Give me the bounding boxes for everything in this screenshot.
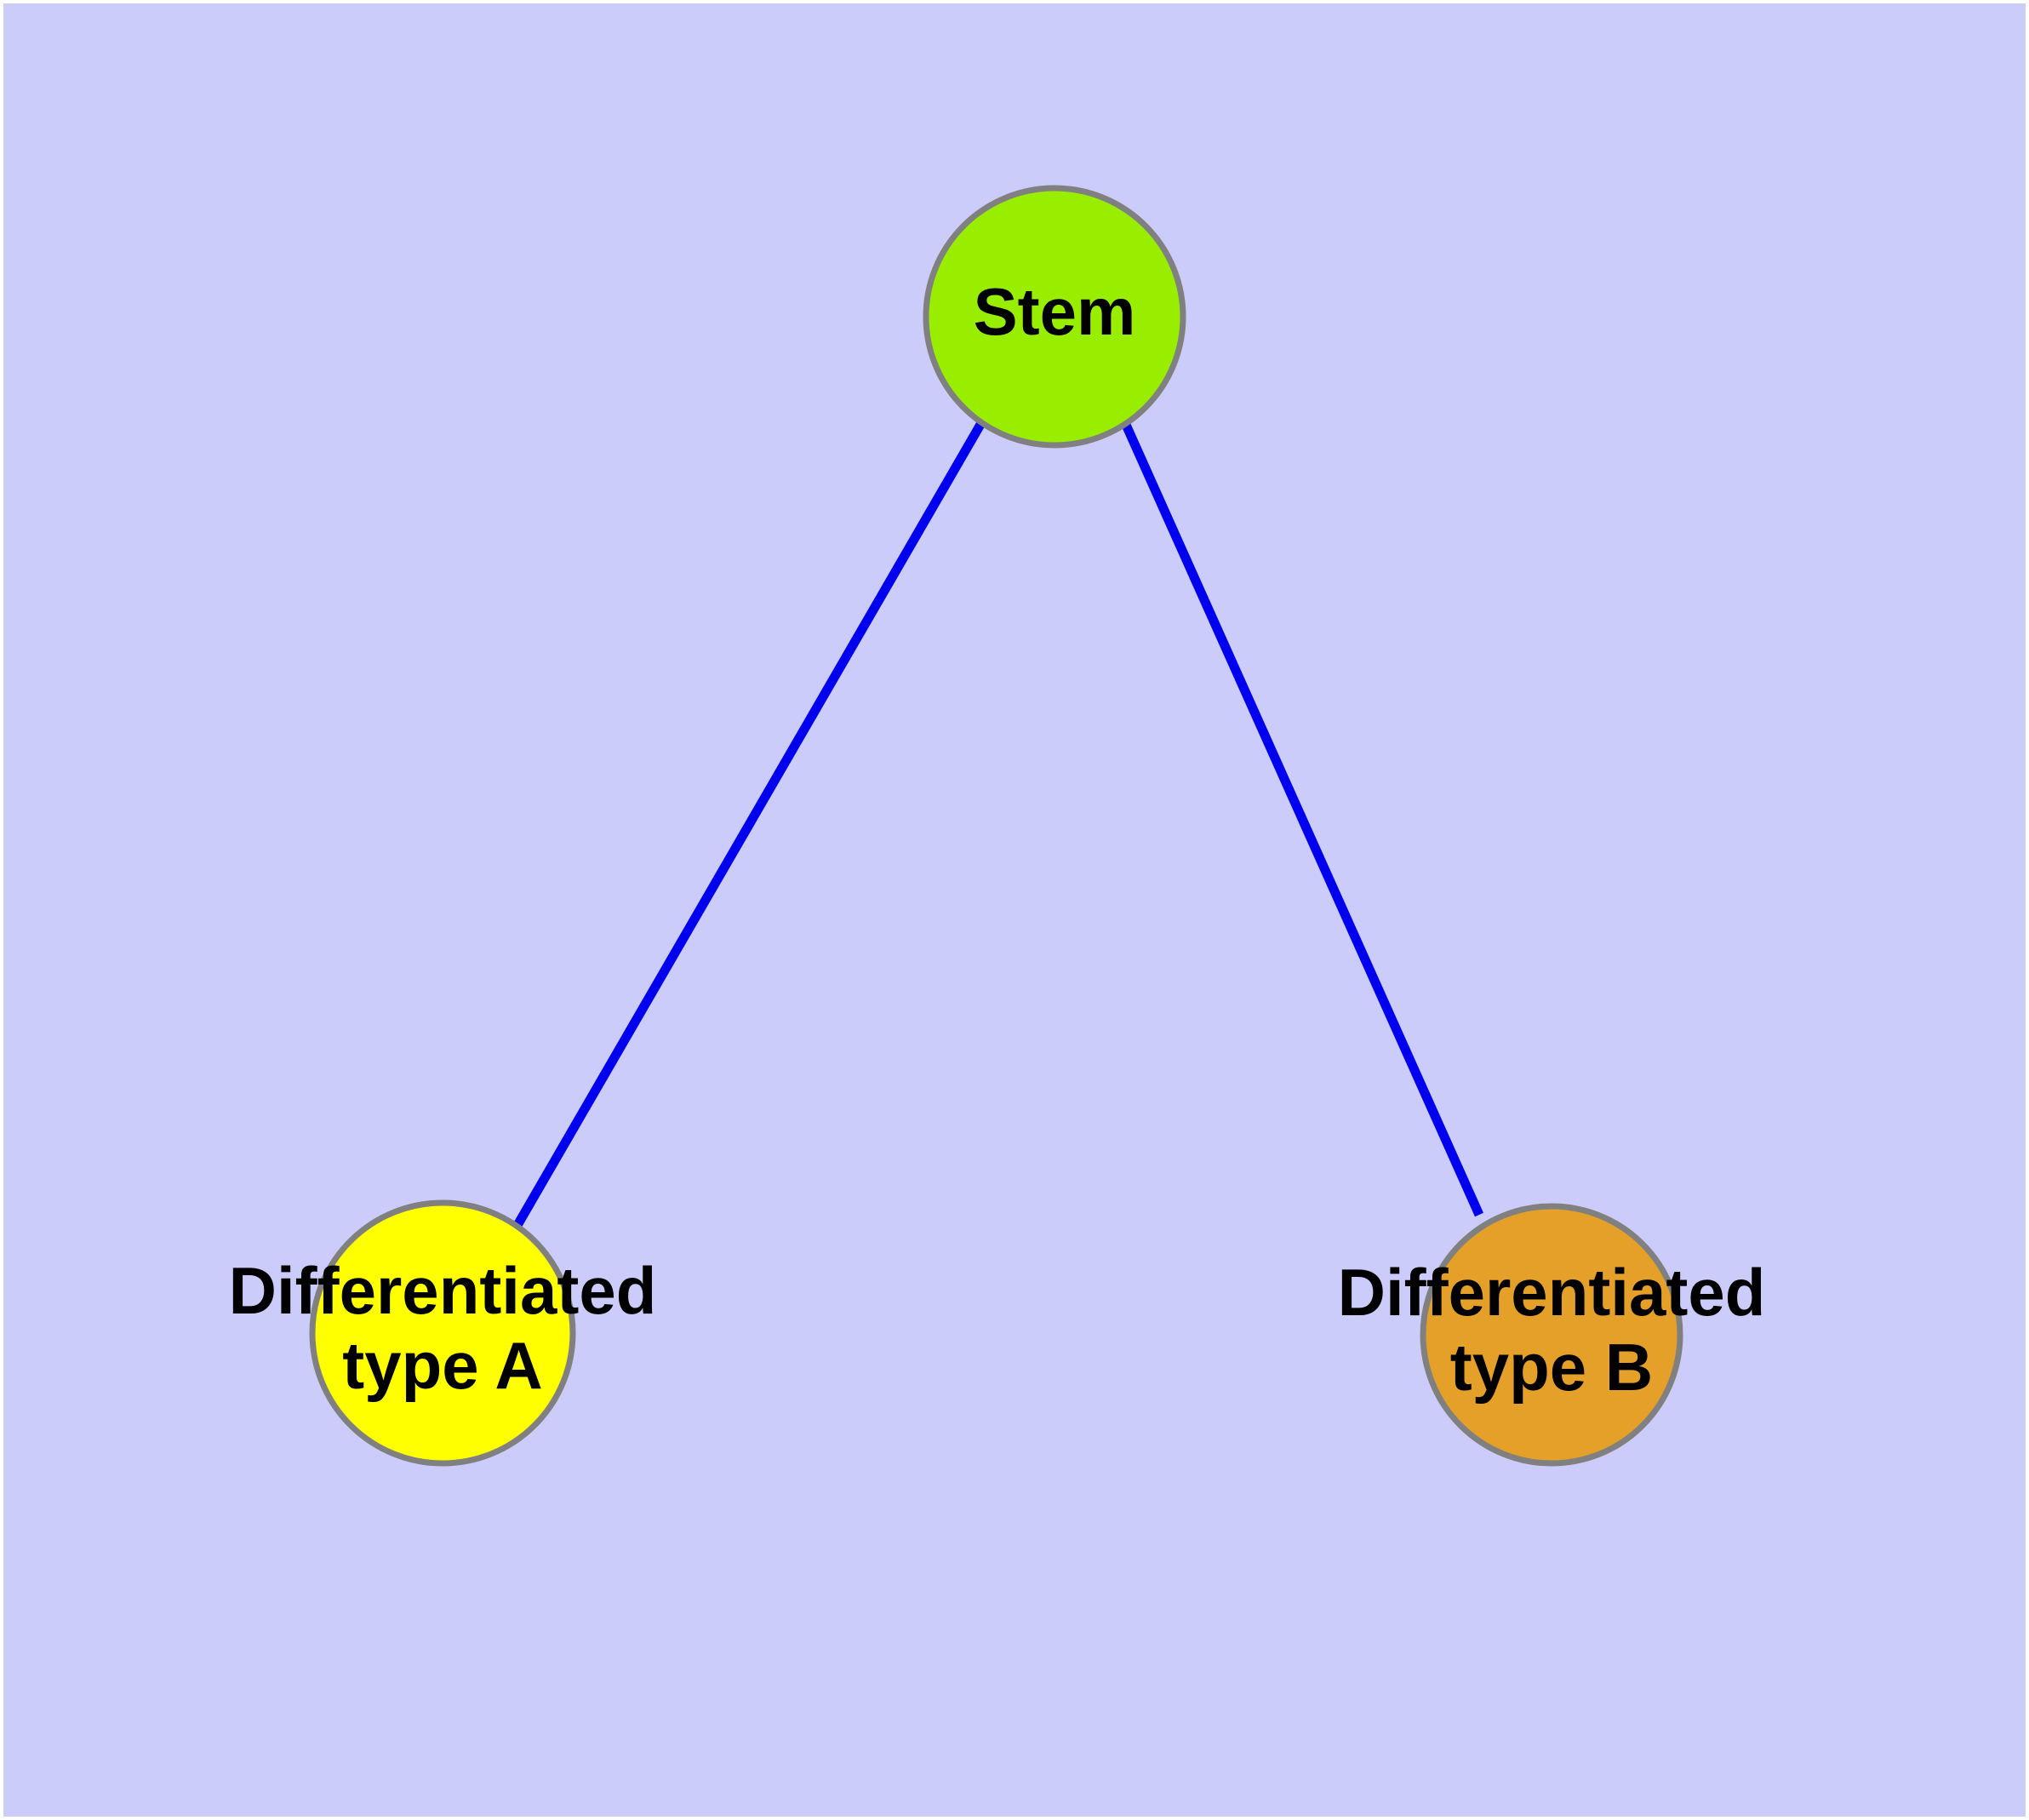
node-stem-label: Stem — [974, 274, 1136, 349]
node-layer — [309, 185, 1683, 1467]
edge-layer — [512, 421, 1484, 1229]
node-differentiated-type-a-circle[interactable] — [309, 1199, 576, 1467]
edge-stem-to-differentiated-type-a[interactable] — [512, 421, 986, 1229]
edge-stem-to-differentiated-type-b[interactable] — [1121, 422, 1484, 1217]
node-stem-circle[interactable] — [923, 185, 1186, 449]
node-differentiated-type-b-circle[interactable] — [1420, 1203, 1683, 1467]
